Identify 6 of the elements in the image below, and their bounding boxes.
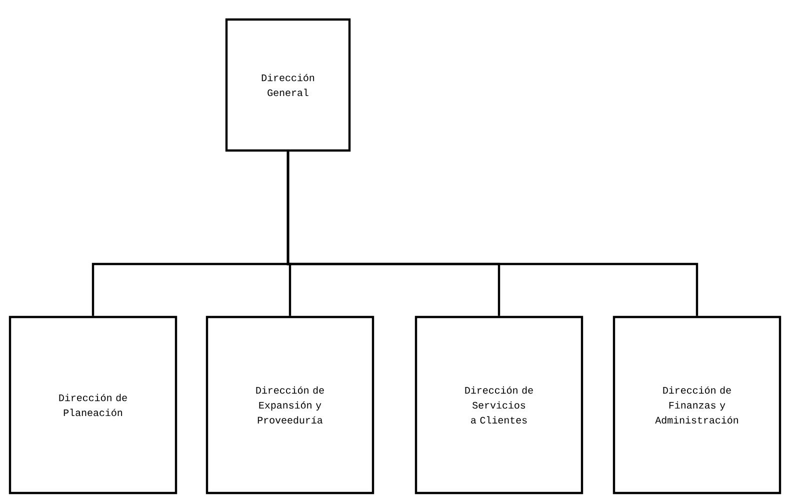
- connector-line: [286, 152, 698, 316]
- org-box: Dirección de Finanzas y Administración: [612, 316, 782, 494]
- org-box: Dirección de Planeación: [8, 316, 178, 494]
- org-box: Dirección General: [225, 18, 351, 152]
- org-box: Dirección de Servicios a Clientes: [414, 316, 584, 494]
- org-box: Dirección de Expansión y Proveeduría: [206, 316, 374, 494]
